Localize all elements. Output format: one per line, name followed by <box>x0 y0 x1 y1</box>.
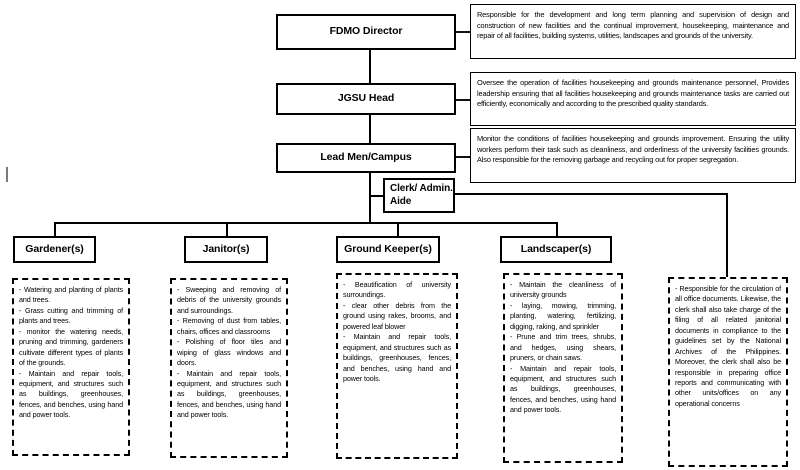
connector-drop-janitor <box>226 222 228 236</box>
ground-keeper-label: Ground Keeper(s) <box>344 242 432 255</box>
role-box-gardener[interactable]: Gardener(s) <box>13 236 96 263</box>
connector-jgsu-to-leadmen <box>369 115 371 143</box>
connector-trunk-to-clerk <box>369 195 383 197</box>
connector-director-to-jgsu <box>369 50 371 83</box>
gardener-label: Gardener(s) <box>25 242 84 255</box>
connector-drop-groundkeeper <box>397 222 399 236</box>
duty-box-janitor: - Sweeping and removing of debris of the… <box>170 278 288 458</box>
clerk-admin-aide-label: Clerk/ Admin. Aide <box>390 183 453 207</box>
landscaper-label: Landscaper(s) <box>520 242 592 255</box>
leader-director-description <box>455 31 470 33</box>
gardener-duties-text: - Watering and planting of plants and tr… <box>19 285 123 420</box>
role-box-landscaper[interactable]: Landscaper(s) <box>500 236 612 263</box>
duty-box-ground-keeper: - Beautification of university surroundi… <box>336 273 458 459</box>
left-edge-tick-mark <box>6 167 8 182</box>
role-box-fdmo-director[interactable]: FDMO Director <box>276 14 456 50</box>
connector-clerk-to-right-duties <box>455 193 727 195</box>
connector-drop-gardener <box>54 222 56 236</box>
ground-keeper-duties-text: - Beautification of university surroundi… <box>343 280 451 383</box>
leader-jgsu-description <box>455 99 470 101</box>
janitor-duties-text: - Sweeping and removing of debris of the… <box>177 285 281 420</box>
connector-leadmen-to-bus <box>369 173 371 223</box>
landscaper-duties-text: - Maintain the cleanliness of university… <box>510 280 616 415</box>
duty-box-landscaper: - Maintain the cleanliness of university… <box>503 273 623 463</box>
janitor-label: Janitor(s) <box>202 242 250 255</box>
connector-right-duties-drop <box>726 193 728 277</box>
connector-drop-landscaper <box>556 222 558 236</box>
connector-horizontal-bus <box>55 222 557 224</box>
description-box-fdmo-director: Responsible for the development and long… <box>470 4 796 59</box>
lead-men-campus-label: Lead Men/Campus <box>320 151 412 164</box>
duty-box-clerk-admin-aide: - Responsible for the circulation of all… <box>668 277 788 467</box>
role-box-lead-men-campus[interactable]: Lead Men/Campus <box>276 143 456 173</box>
clerk-admin-aide-duties-text: - Responsible for the circulation of all… <box>675 284 781 408</box>
duty-box-gardener: - Watering and planting of plants and tr… <box>12 278 130 456</box>
leader-leadmen-description <box>455 156 470 158</box>
description-box-jgsu-head: Oversee the operation of facilities hous… <box>470 72 796 126</box>
description-box-lead-men-campus: Monitor the conditions of facilities hou… <box>470 128 796 183</box>
role-box-jgsu-head[interactable]: JGSU Head <box>276 83 456 115</box>
role-box-ground-keeper[interactable]: Ground Keeper(s) <box>336 236 440 263</box>
jgsu-head-label: JGSU Head <box>337 92 395 105</box>
role-box-clerk-admin-aide[interactable]: Clerk/ Admin. Aide <box>383 178 455 213</box>
fdmo-director-label: FDMO Director <box>329 25 403 38</box>
role-box-janitor[interactable]: Janitor(s) <box>184 236 268 263</box>
